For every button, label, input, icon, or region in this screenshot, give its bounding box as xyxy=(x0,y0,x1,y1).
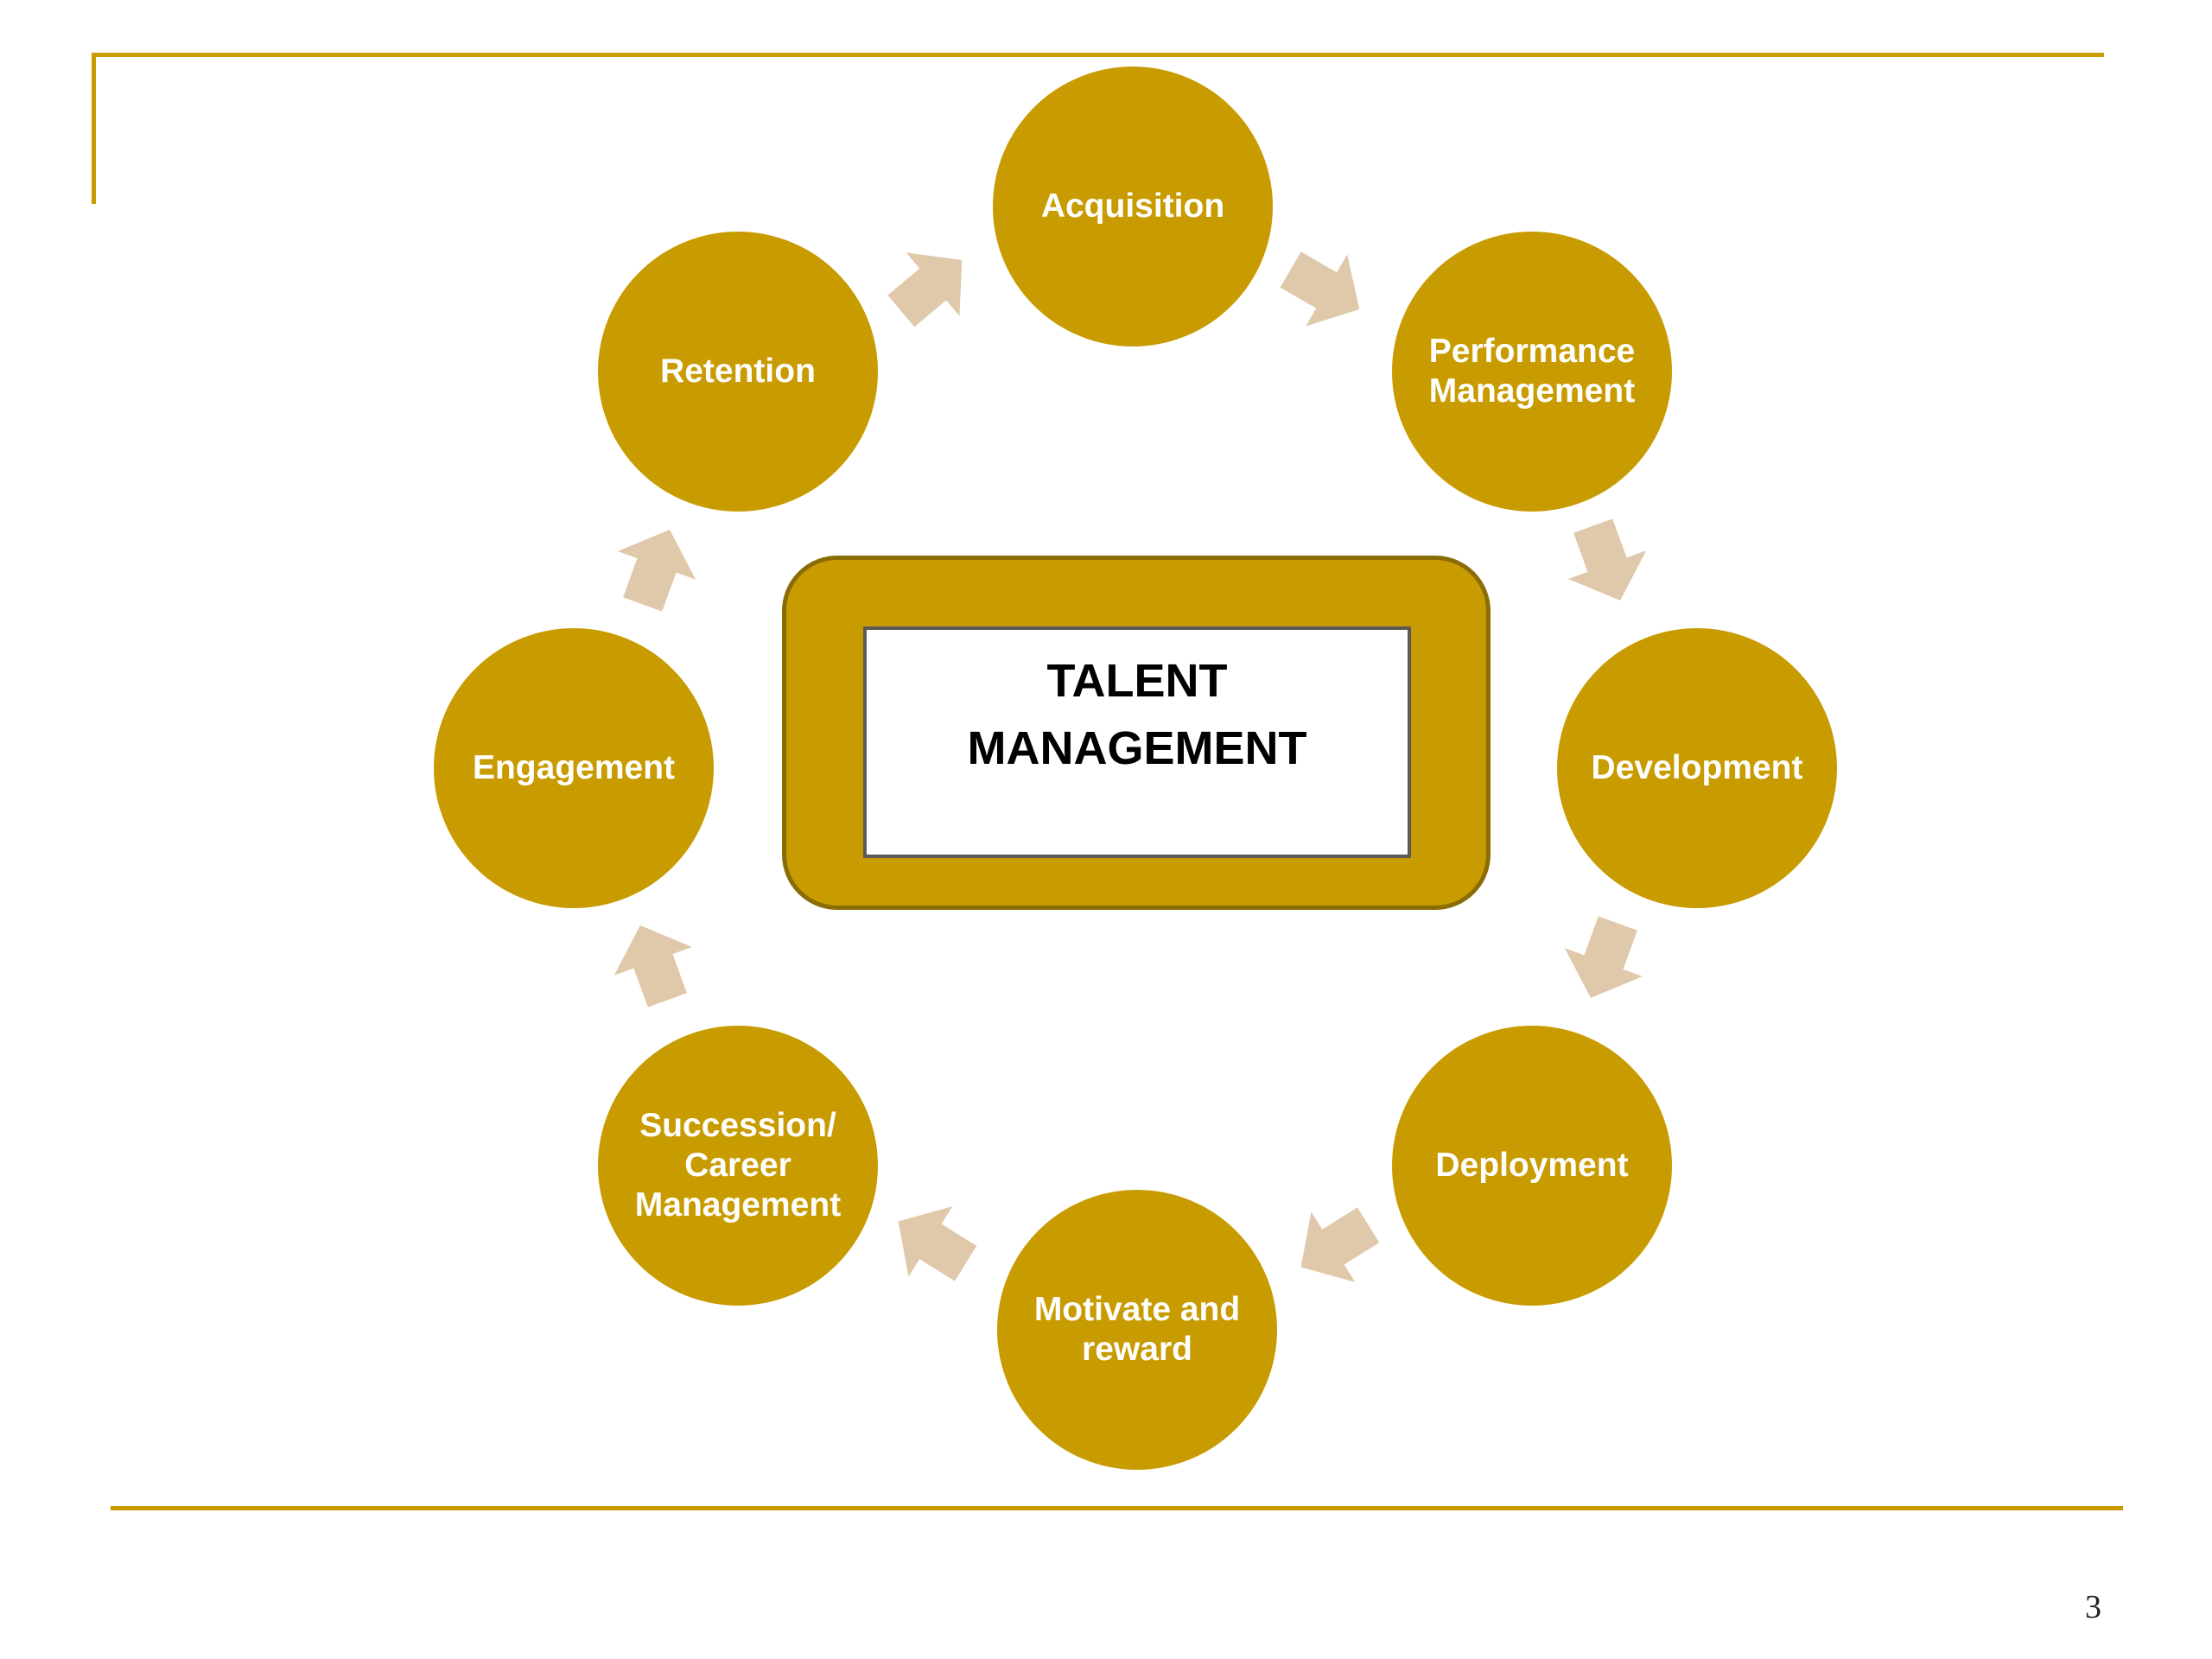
arrow-motivate-to-succession xyxy=(898,1206,977,1281)
bottom-rule xyxy=(111,1506,2123,1510)
top-rule xyxy=(92,53,2104,57)
node-label: Deployment xyxy=(1435,1146,1629,1184)
arrow-performance-to-development xyxy=(1567,518,1647,601)
arrow-retention-to-acquisition xyxy=(887,252,963,327)
node-acquisition: Acquisition xyxy=(993,67,1273,346)
arrow-engagement-to-retention xyxy=(617,530,696,612)
node-performance-management: Performance Management xyxy=(1392,232,1672,512)
center-title: TALENT MANAGEMENT xyxy=(967,655,1307,775)
node-retention: Retention xyxy=(598,232,878,512)
node-motivate-and-reward: Motivate and reward xyxy=(997,1190,1277,1470)
node-succession-career-management: Succession/ Career Management xyxy=(598,1026,878,1306)
node-engagement: Engagement xyxy=(434,628,714,908)
node-label: Retention xyxy=(660,352,816,390)
node-label: Development xyxy=(1591,748,1803,786)
center-box: TALENT MANAGEMENT xyxy=(863,626,1411,858)
left-rule xyxy=(92,53,96,204)
node-label: Performance Management xyxy=(1428,332,1636,410)
arrow-development-to-deployment xyxy=(1564,916,1643,998)
arrow-acquisition-to-performance xyxy=(1280,251,1360,327)
arrow-deployment-to-motivate xyxy=(1300,1207,1380,1282)
page-number: 3 xyxy=(2085,1589,2101,1625)
node-deployment: Deployment xyxy=(1392,1026,1672,1306)
arrow-succession-to-engagement xyxy=(613,925,693,1007)
node-label: Acquisition xyxy=(1040,187,1225,225)
node-label: Engagement xyxy=(472,748,676,786)
node-label: Motivate and reward xyxy=(1033,1290,1241,1368)
node-label: Succession/ Career Management xyxy=(634,1106,842,1224)
node-development: Development xyxy=(1557,628,1837,908)
